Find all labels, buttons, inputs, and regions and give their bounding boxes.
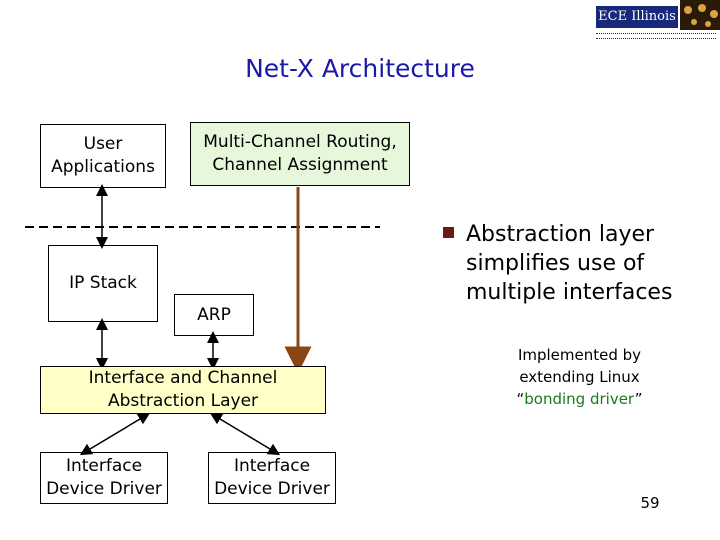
routing-label: Multi-Channel Routing, Channel Assignmen…: [203, 132, 397, 175]
arrow-abstraction-to-driver2: [209, 412, 281, 456]
abstraction-layer-box: Interface and Channel Abstraction Layer: [40, 366, 326, 414]
university-logo-icon: [680, 0, 720, 30]
page-number: 59: [640, 494, 660, 512]
note-open-quote: “: [516, 390, 525, 408]
ece-illinois-logo: ECE Illinois: [584, 0, 720, 44]
logo-wordmark: ECE Illinois: [596, 6, 678, 28]
note-close-quote: ”: [634, 390, 643, 408]
note-prefix: Implemented by extending Linux: [517, 346, 642, 386]
device-driver-box-1: Interface Device Driver: [40, 452, 168, 504]
arrow-abstraction-to-driver1: [79, 412, 151, 456]
square-bullet-icon: [443, 227, 454, 238]
device-driver-box-2: Interface Device Driver: [208, 452, 336, 504]
arp-box: ARP: [174, 294, 254, 336]
user-applications-box: User Applications: [40, 124, 166, 188]
arp-label: ARP: [197, 304, 231, 325]
bullet-text: Abstraction layer simplifies use of mult…: [466, 222, 673, 305]
note-highlight: bonding driver: [524, 390, 635, 408]
abstraction-layer-label: Interface and Channel Abstraction Layer: [88, 368, 278, 411]
logo-subline: [596, 33, 716, 39]
ip-stack-box: IP Stack: [48, 245, 158, 322]
device-driver-label-2: Interface Device Driver: [214, 456, 330, 499]
routing-box: Multi-Channel Routing, Channel Assignmen…: [190, 122, 410, 186]
ip-stack-label: IP Stack: [69, 273, 137, 293]
user-applications-label: User Applications: [51, 134, 155, 177]
slide-title: Net-X Architecture: [245, 54, 475, 83]
device-driver-label-1: Interface Device Driver: [46, 456, 162, 499]
implementation-note: Implemented by extending Linux “bonding …: [492, 344, 667, 410]
